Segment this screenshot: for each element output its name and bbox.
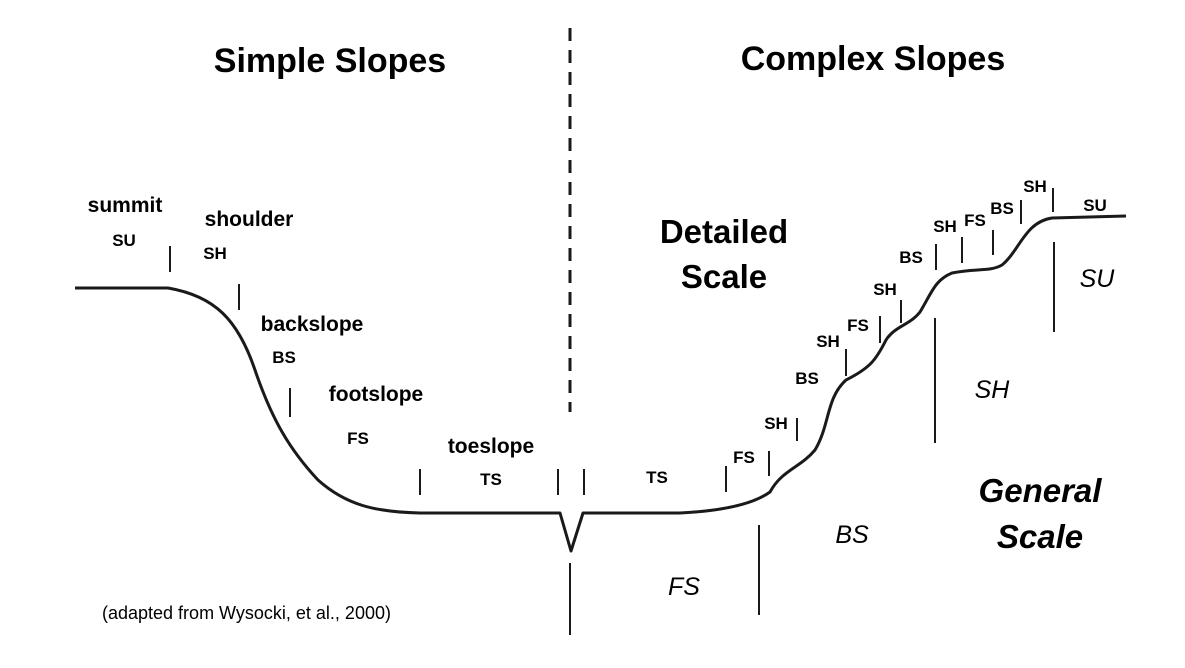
simple-slopes-title: Simple Slopes bbox=[214, 42, 446, 80]
detailed-abbrev-fs-2: FS bbox=[847, 316, 869, 335]
detailed-scale-labels: TS FS SH BS SH FS SH BS SH FS BS SH SU bbox=[646, 177, 1107, 487]
detailed-scale-label-line2: Scale bbox=[681, 258, 767, 295]
detailed-abbrev-fs-3: FS bbox=[964, 211, 986, 230]
backslope-label: backslope bbox=[261, 313, 364, 336]
footslope-label: footslope bbox=[329, 383, 424, 406]
general-abbrev-bs: BS bbox=[835, 521, 869, 549]
complex-slopes-title: Complex Slopes bbox=[741, 40, 1006, 78]
general-scale-label-line2: Scale bbox=[997, 518, 1083, 555]
citation-text: (adapted from Wysocki, et al., 2000) bbox=[102, 603, 391, 623]
detailed-abbrev-sh-3: SH bbox=[873, 280, 897, 299]
general-scale-label-line1: General bbox=[979, 472, 1103, 509]
detailed-abbrev-bs-3: BS bbox=[990, 199, 1014, 218]
detailed-scale-label-line1: Detailed bbox=[660, 213, 788, 250]
detailed-abbrev-sh-1: SH bbox=[764, 414, 788, 433]
detailed-abbrev-su: SU bbox=[1083, 196, 1107, 215]
shoulder-label: shoulder bbox=[205, 208, 294, 231]
general-abbrev-sh: SH bbox=[975, 376, 1011, 404]
general-abbrev-fs: FS bbox=[668, 573, 700, 601]
detailed-abbrev-sh-4: SH bbox=[933, 217, 957, 236]
toeslope-label: toeslope bbox=[448, 435, 534, 458]
detailed-abbrev-bs-1: BS bbox=[795, 369, 819, 388]
summit-abbrev: SU bbox=[112, 231, 136, 250]
summit-label: summit bbox=[88, 194, 163, 217]
detailed-boundary-ticks bbox=[583, 188, 1054, 495]
detailed-abbrev-bs-2: BS bbox=[899, 248, 923, 267]
detailed-abbrev-sh-2: SH bbox=[816, 332, 840, 351]
landscape-profile-curve bbox=[75, 214, 1127, 553]
footslope-abbrev: FS bbox=[347, 429, 369, 448]
detailed-abbrev-sh-5: SH bbox=[1023, 177, 1047, 196]
backslope-abbrev: BS bbox=[272, 348, 296, 367]
simple-boundary-ticks bbox=[169, 246, 559, 495]
detailed-abbrev-fs-1: FS bbox=[733, 448, 755, 467]
general-abbrev-su: SU bbox=[1080, 265, 1116, 293]
shoulder-abbrev: SH bbox=[203, 244, 227, 263]
detailed-abbrev-ts: TS bbox=[646, 468, 668, 487]
general-boundary-lines bbox=[758, 242, 1055, 615]
toeslope-abbrev: TS bbox=[480, 470, 502, 489]
general-scale-abbrevs: FS BS SH SU bbox=[668, 265, 1115, 601]
